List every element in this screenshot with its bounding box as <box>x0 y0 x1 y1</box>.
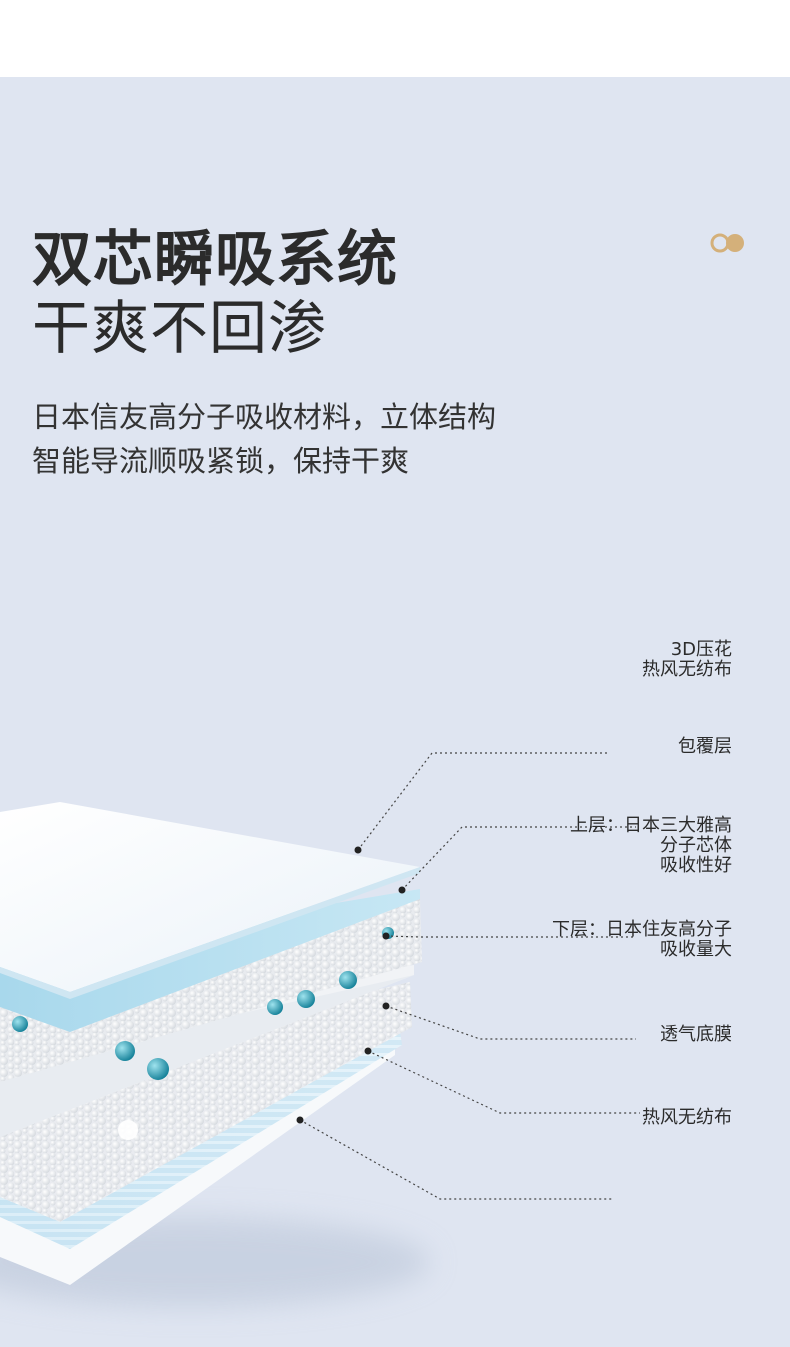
callout-lower-core: 下层：日本住友高分子 吸收量大 <box>552 920 732 960</box>
layer-lower-core <box>0 982 412 1222</box>
headline-subtitle: 干爽不回渗 <box>32 294 328 362</box>
headline-title: 双芯瞬吸系统 <box>32 225 398 295</box>
callout-top-nonwoven-line-1: 3D压花 <box>670 639 732 660</box>
brand-logo-icon <box>710 233 744 253</box>
callout-base-film-line-1: 透气底膜 <box>660 1024 732 1045</box>
callout-wrap-layer-line-1: 包覆层 <box>678 736 732 757</box>
description: 日本信友高分子吸收材料，立体结构 智能导流顺吸紧锁，保持干爽 <box>32 395 496 483</box>
description-line-2: 智能导流顺吸紧锁，保持干爽 <box>32 444 410 478</box>
callout-wrap-layer: 包覆层 <box>678 737 732 757</box>
callout-top-nonwoven: 3D压花 热风无纺布 <box>642 640 732 680</box>
layer-top-nonwoven <box>0 802 420 992</box>
water-drops <box>12 927 394 1140</box>
layer-wrap <box>0 889 420 1032</box>
callout-base-film: 透气底膜 <box>660 1025 732 1045</box>
callout-bottom-nonwoven-line-1: 热风无纺布 <box>642 1107 732 1128</box>
layer-upper-core <box>0 899 422 1082</box>
description-line-1: 日本信友高分子吸收材料，立体结构 <box>32 400 497 434</box>
callout-upper-core-line-1: 上层：日本三大雅高 <box>570 815 732 836</box>
callout-lower-core-line-2: 吸收量大 <box>660 939 732 960</box>
callout-lower-core-line-1: 下层：日本住友高分子 <box>552 919 732 940</box>
callout-upper-core: 上层：日本三大雅高 分子芯体 吸收性好 <box>570 816 732 876</box>
callout-upper-core-line-2: 分子芯体 <box>660 835 732 856</box>
callout-bottom-nonwoven: 热风无纺布 <box>642 1108 732 1128</box>
absorbent-layers-illustration <box>0 752 640 1307</box>
content-panel: 双芯瞬吸系统 干爽不回渗 日本信友高分子吸收材料，立体结构 智能导流顺吸紧锁，保… <box>0 77 790 1347</box>
callout-upper-core-line-3: 吸收性好 <box>660 855 732 876</box>
callout-top-nonwoven-line-2: 热风无纺布 <box>642 659 732 680</box>
